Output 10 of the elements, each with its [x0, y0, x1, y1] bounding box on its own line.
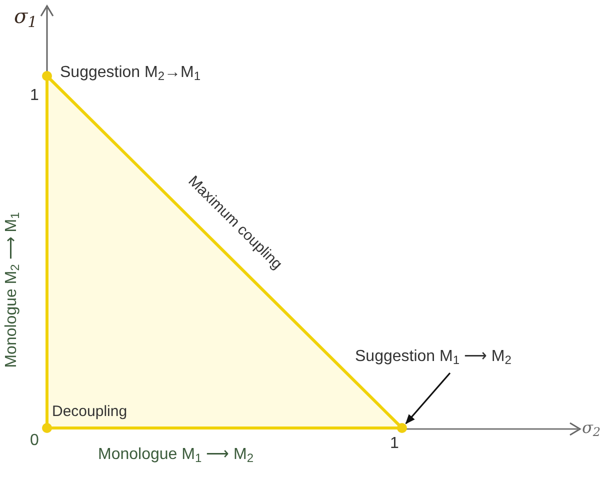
callout-label: Suggestion M$_{1}$ ⟶ M$_{2}$	[355, 343, 565, 371]
axis-label: σ$_{2}$	[582, 418, 601, 438]
tick-label: 1	[390, 434, 399, 454]
axis-label: σ$_{1}$	[14, 4, 38, 29]
tick-label: 1	[30, 86, 39, 106]
tick-label: 0	[30, 431, 39, 451]
corner-label: Decoupling	[52, 403, 128, 422]
axis-title: Monologue M$_{1}$ ⟶ M$_{2}$	[98, 445, 254, 465]
corner-label: Suggestion M$_{2}$→M$_{1}$	[60, 63, 201, 83]
leader-arrow	[405, 372, 451, 424]
